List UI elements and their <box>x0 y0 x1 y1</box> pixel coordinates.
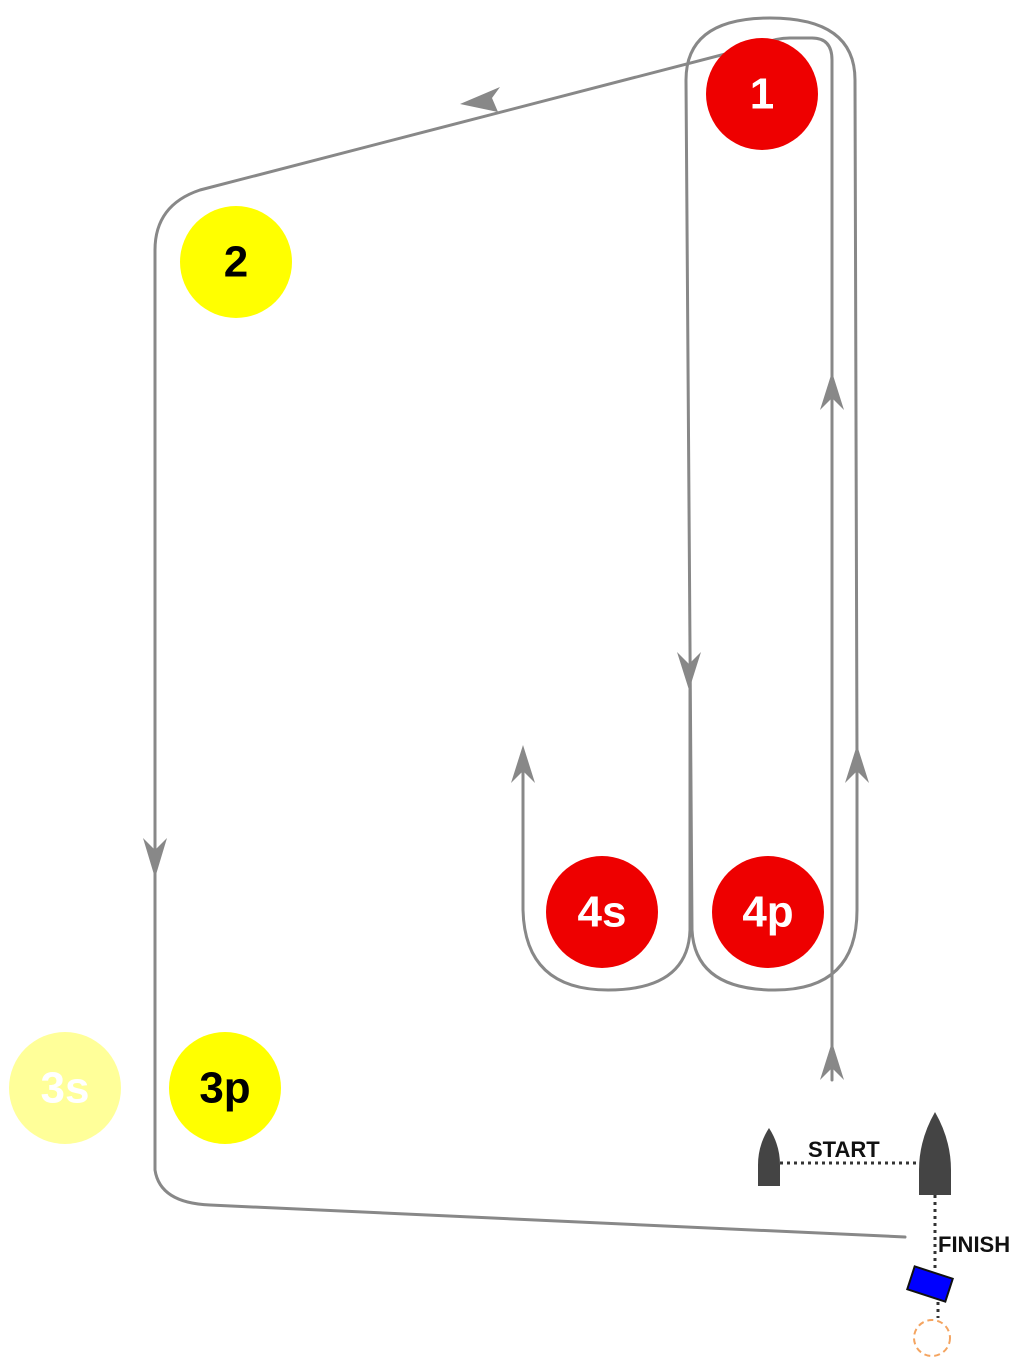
course-leg-outer <box>153 36 907 1239</box>
start-label: START <box>808 1137 880 1162</box>
arrow-head-start-up <box>820 1042 844 1080</box>
mark-3s[interactable]: 3s <box>9 1032 121 1144</box>
committee-boat-icon <box>919 1112 951 1195</box>
mark-1-buoy <box>706 38 818 150</box>
committee-flag-icon <box>906 1265 954 1303</box>
mark-2-buoy <box>180 206 292 318</box>
mark-3p-buoy <box>169 1032 281 1144</box>
mark-4p[interactable]: 4p <box>712 856 824 968</box>
arrow-head-top-leg <box>460 87 500 112</box>
mark-4s-buoy <box>546 856 658 968</box>
mark-3p-label: 3p <box>199 1064 250 1113</box>
arrow-head-far-right-up <box>845 745 869 783</box>
mark-3s-buoy <box>9 1032 121 1144</box>
course-paths <box>153 16 907 1239</box>
mark-2[interactable]: 2 <box>180 206 292 318</box>
course-leg-inner <box>684 16 859 992</box>
finish-label: FINISH <box>938 1232 1010 1257</box>
finish-pin-icon <box>913 1319 951 1357</box>
finish-line: FINISH <box>906 1195 1010 1357</box>
start-pin-boat-icon <box>758 1128 780 1186</box>
mark-3p[interactable]: 3p <box>169 1032 281 1144</box>
mark-4p-label: 4p <box>742 888 793 937</box>
arrow-head-right-up <box>820 372 844 410</box>
mark-1-label: 1 <box>750 70 774 119</box>
course-arrows <box>143 87 869 1080</box>
mark-4s-label: 4s <box>578 888 627 937</box>
mark-1[interactable]: 1 <box>706 38 818 150</box>
mark-2-label: 2 <box>224 238 248 287</box>
arrow-head-middle-down <box>677 652 701 690</box>
arrow-head-left-leg <box>143 838 167 878</box>
mark-4p-buoy <box>712 856 824 968</box>
course-leg-4s-loop <box>521 688 692 992</box>
arrow-head-4s-up <box>511 745 535 783</box>
start-line: START <box>758 1112 951 1195</box>
mark-4s[interactable]: 4s <box>546 856 658 968</box>
mark-3s-label: 3s <box>41 1064 90 1113</box>
marks: 1 2 3s 3p 4s 4p <box>9 38 824 1144</box>
